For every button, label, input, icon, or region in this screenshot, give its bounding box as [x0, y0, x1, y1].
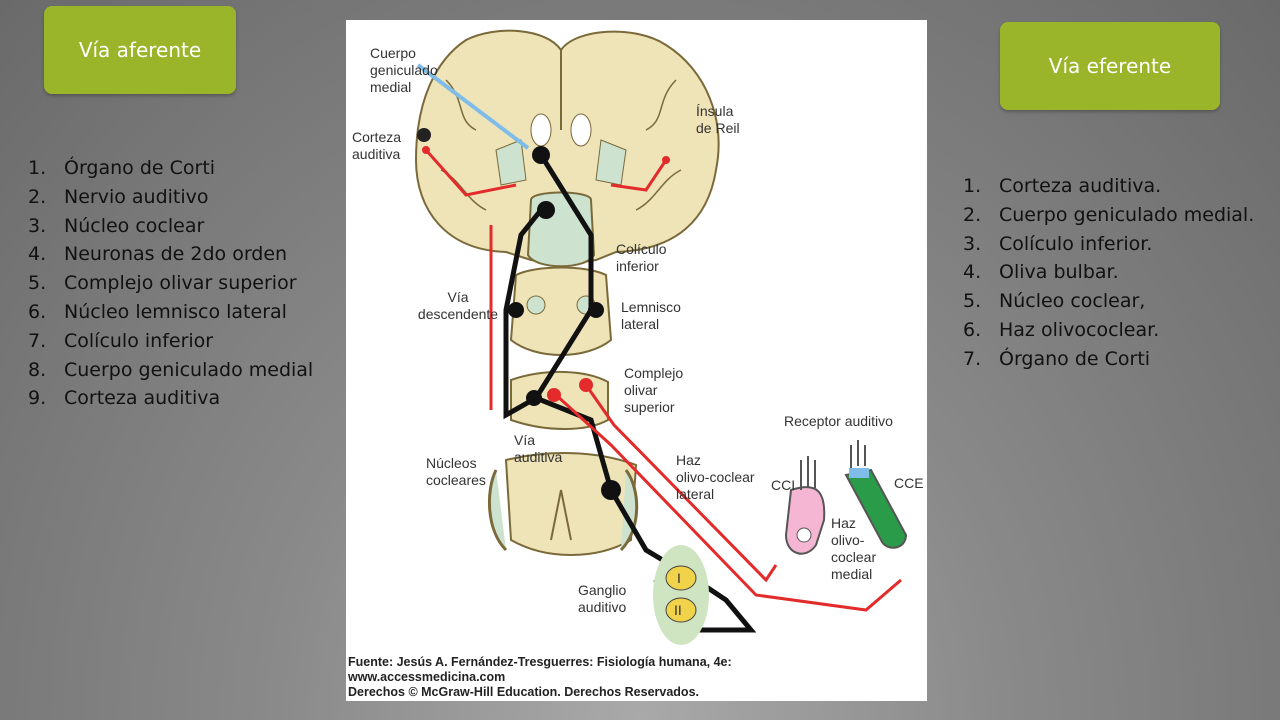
item-label: Órgano de Corti: [999, 347, 1151, 370]
midbrain: [526, 191, 596, 268]
item-label: Neuronas de 2do orden: [64, 243, 288, 266]
item-label: Núcleo coclear: [64, 214, 205, 237]
item-number: 6.: [28, 300, 47, 323]
item-label: Cuerpo geniculado medial: [64, 358, 314, 381]
item-number: 2.: [28, 185, 47, 208]
item-label: Cuerpo geniculado medial.: [999, 203, 1255, 226]
item-number: 4.: [963, 261, 982, 284]
outer-hair-cell: [844, 440, 908, 549]
item-number: 1.: [28, 157, 47, 179]
geniculate-pointer: [416, 63, 530, 150]
item-number: 4.: [28, 243, 47, 266]
afferent-step-item: 4. Neuronas de 2do orden: [28, 240, 313, 269]
afferent-step-item: 5. Complejo olivar superior: [28, 269, 313, 298]
item-label: Corteza auditiva: [64, 387, 221, 410]
item-number: 7.: [963, 347, 982, 370]
item-label: Núcleo lemnisco lateral: [64, 300, 287, 323]
efferent-step-item: 4. Oliva bulbar.: [963, 258, 1254, 287]
source-line: Fuente: Jesús A. Fernández-Tresguerres: …: [348, 655, 732, 669]
item-number: 5.: [963, 290, 982, 313]
item-label: Corteza auditiva.: [999, 175, 1162, 197]
item-label: Oliva bulbar.: [999, 261, 1119, 284]
afferent-step-item: 2. Nervio auditivo: [28, 183, 313, 212]
item-label: Núcleo coclear,: [999, 290, 1146, 313]
efferent-step-item: 5. Núcleo coclear,: [963, 287, 1254, 316]
ganglion-type-2-label: II: [674, 602, 682, 618]
item-label: Haz olivococlear.: [999, 318, 1160, 341]
item-number: 6.: [963, 318, 982, 341]
afferent-step-item: 6. Núcleo lemnisco lateral: [28, 298, 313, 327]
inner-hair-cell: [784, 456, 826, 555]
brain-section: [414, 29, 720, 267]
item-number: 5.: [28, 272, 47, 295]
afferent-step-item: 8. Cuerpo geniculado medial: [28, 356, 313, 385]
efferent-pathway-title: Vía eferente: [1000, 22, 1220, 110]
item-label: Complejo olivar superior: [64, 272, 297, 295]
item-number: 8.: [28, 358, 47, 381]
afferent-pathway-title: Vía aferente: [44, 6, 236, 94]
auditory-ganglion: I II: [653, 545, 709, 645]
item-number: 9.: [28, 387, 47, 410]
source-line: Derechos © McGraw-Hill Education. Derech…: [348, 685, 699, 699]
item-label: Nervio auditivo: [64, 185, 209, 208]
item-label: Órgano de Corti: [64, 157, 216, 179]
source-citation: Fuente: Jesús A. Fernández-Tresguerres: …: [347, 655, 732, 699]
item-number: 3.: [28, 214, 47, 237]
item-label: Colículo inferior: [64, 329, 214, 352]
efferent-step-item: 3. Colículo inferior.: [963, 230, 1254, 259]
efferent-step-item: 7. Órgano de Corti: [963, 345, 1254, 374]
receptor-label: Receptor auditivo: [784, 413, 893, 429]
cci-label: CCI: [771, 477, 795, 493]
afferent-pathway-list: 1. Órgano de Corti 2. Nervio auditivo 3. Núcl…: [28, 154, 313, 413]
item-number: 7.: [28, 329, 47, 352]
item-number: 1.: [963, 175, 982, 197]
item-label: Colículo inferior.: [999, 232, 1153, 255]
ganglion-type-1-label: I: [677, 570, 681, 586]
item-number: 2.: [963, 203, 982, 226]
descending-pathway: [424, 149, 902, 612]
medulla-cochlear: [487, 452, 639, 556]
afferent-step-item: 7. Colículo inferior: [28, 327, 313, 356]
afferent-step-item: 3. Núcleo coclear: [28, 212, 313, 241]
afferent-step-item: 9. Corteza auditiva: [28, 384, 313, 413]
source-line: www.accessmedicina.com: [347, 670, 505, 684]
pathway-nodes: [422, 146, 670, 500]
efferent-step-item: 1. Corteza auditiva.: [963, 172, 1254, 201]
item-number: 3.: [963, 232, 982, 255]
efferent-step-item: 6. Haz olivococlear.: [963, 316, 1254, 345]
afferent-step-item: 1. Órgano de Corti: [28, 154, 313, 183]
efferent-step-item: 2. Cuerpo geniculado medial.: [963, 201, 1254, 230]
efferent-pathway-list: 1. Corteza auditiva. 2. Cuerpo geniculado m…: [963, 172, 1254, 374]
cce-label: CCE: [894, 475, 924, 491]
